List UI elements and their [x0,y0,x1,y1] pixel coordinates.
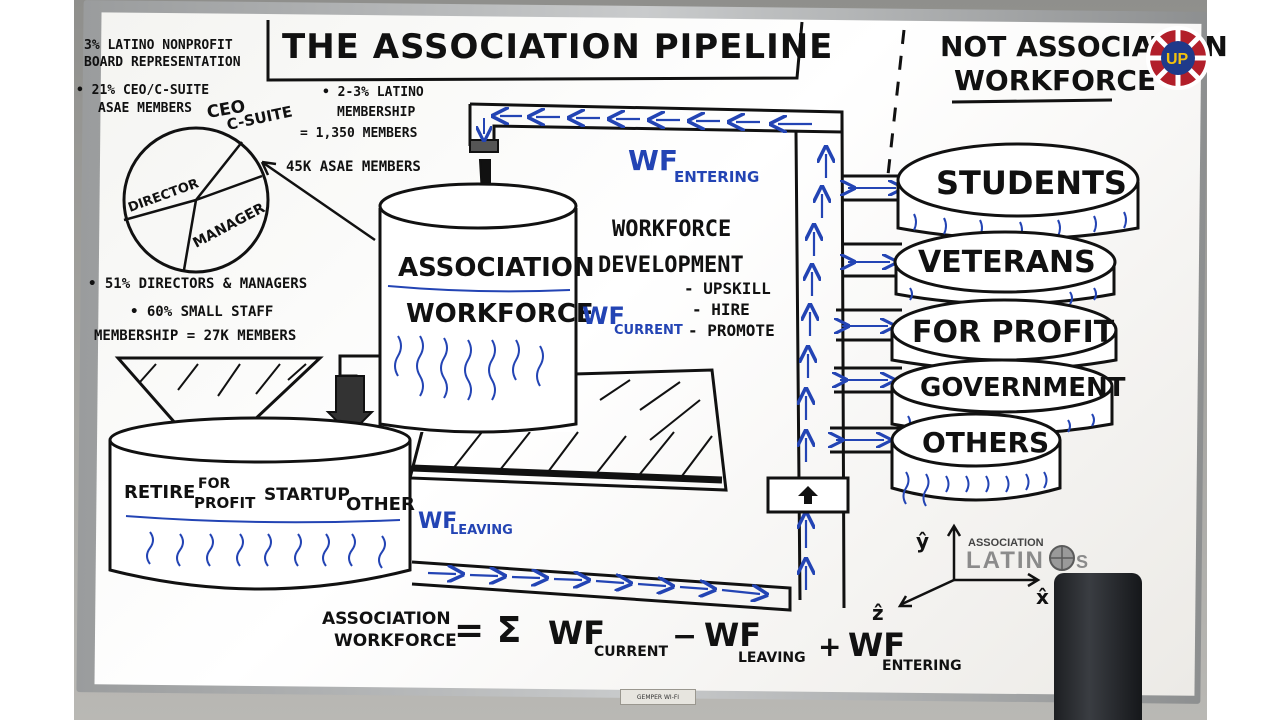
vertical-pipe [794,111,846,609]
workforce-dev-title: WORKFORCE [612,217,731,242]
wd-item-promote: - PROMOTE [688,321,775,340]
bottom-pipe [411,560,792,612]
eq-term3: WF [848,626,905,664]
eq-term2-sub: LEAVING [738,650,806,666]
stat-latino-membership: • 2-3% LATINO [322,85,424,100]
axis-z-label: ẑ [872,601,884,625]
not-association-label-2: WORKFORCE [954,64,1156,97]
funnel [114,356,324,426]
wf-current-sub: CURRENT [614,323,683,338]
shelf-edge [411,464,723,484]
shelf [408,368,728,492]
top-flow-arrows [500,116,812,124]
underline [951,98,1113,104]
divider-dashed [886,29,906,176]
stat-latino-membership-3: = 1,350 MEMBERS [300,126,418,141]
workforce-dev-title-2: DEVELOPMENT [598,253,744,278]
association-latinos-logo: ASSOCIATION LATIN S [966,537,1088,574]
exit-for: FOR [198,476,230,492]
pointer-arrow [260,160,376,242]
stat-latino-board: 3% LATINO NONPROFIT [84,38,233,53]
wd-item-hire: - HIRE [692,300,750,319]
wifi-label-tag: GEMPER WI-FI [620,689,696,705]
source-for-profit: FOR PROFIT [912,315,1115,350]
eq-term1: WF [548,614,605,652]
exit-other: OTHER [346,494,415,515]
wf-leaving-label: WF [418,509,457,534]
source-others: OTHERS [922,426,1049,459]
tank-others [890,412,1062,507]
exit-startup: STARTUP [264,485,350,505]
logo-line1: ASSOCIATION [968,537,1044,549]
vertical-flow-arrows [806,154,826,590]
tank-veterans [893,230,1117,306]
source-veterans: VETERANS [918,245,1096,280]
title-box [266,20,804,82]
exit-profit: PROFIT [194,494,256,512]
stat-asae-members: 45K ASAE MEMBERS [286,159,421,175]
wf-entering-sub: ENTERING [674,168,759,186]
pie-label-manager: MANAGER [190,200,268,251]
source-students: STUDENTS [936,164,1127,202]
tank-label: ASSOCIATION [398,253,595,283]
funnel-hatch [139,363,307,397]
stat-directors-managers: • 51% DIRECTORS & MANAGERS [88,276,307,292]
logo-line3: S [1076,552,1088,572]
eq-lhs-2: WORKFORCE [334,631,457,651]
stat-small-staff: • 60% SMALL STAFF [130,304,273,320]
logo-line2: LATIN [966,547,1045,574]
association-tank [378,182,578,434]
wf-leaving-sub: LEAVING [450,523,513,538]
wf-entering-label: WF [628,144,678,177]
eq-plus: + [818,630,841,663]
sticker-text: UP [1166,51,1189,68]
source-government: GOVERNMENT [920,373,1126,403]
leaving-tank [108,416,412,591]
axes-sketch [897,523,1041,608]
tank-label-2: WORKFORCE [406,299,594,329]
stat-latino-board-2: BOARD REPRESENTATION [84,55,241,70]
pie-sketch: CEO C-SUITE DIRECTOR MANAGER [122,97,294,274]
exit-retire: RETIRE [124,482,195,503]
eq-term3-sub: ENTERING [882,658,962,674]
axis-x-label: x̂ [1036,585,1049,609]
page-title: THE ASSOCIATION PIPELINE [282,27,833,67]
axis-y-label: ŷ [916,529,929,553]
eq-lhs: ASSOCIATION [322,609,451,629]
stat-ceo-2: ASAE MEMBERS [98,101,192,116]
stat-ceo: • 21% CEO/C-SUITE [76,83,209,98]
eq-sigma: = Σ [454,610,521,651]
eq-minus: − [672,619,697,654]
eq-term1-sub: CURRENT [594,644,668,660]
whiteboard-eraser [1054,573,1142,720]
sticker-badge: UP [1146,26,1210,90]
wf-current-label: WF [582,302,625,330]
bottom-flow-arrows [427,573,760,594]
pump-arrow [798,486,818,504]
shelf-hatch [451,379,713,477]
eq-term2: WF [704,616,761,654]
stat-small-staff-2: MEMBERSHIP = 27K MEMBERS [94,328,296,344]
wd-item-upskill: - UPSKILL [684,279,771,298]
source-arrows [836,188,896,440]
stat-latino-membership-2: MEMBERSHIP [337,105,415,120]
